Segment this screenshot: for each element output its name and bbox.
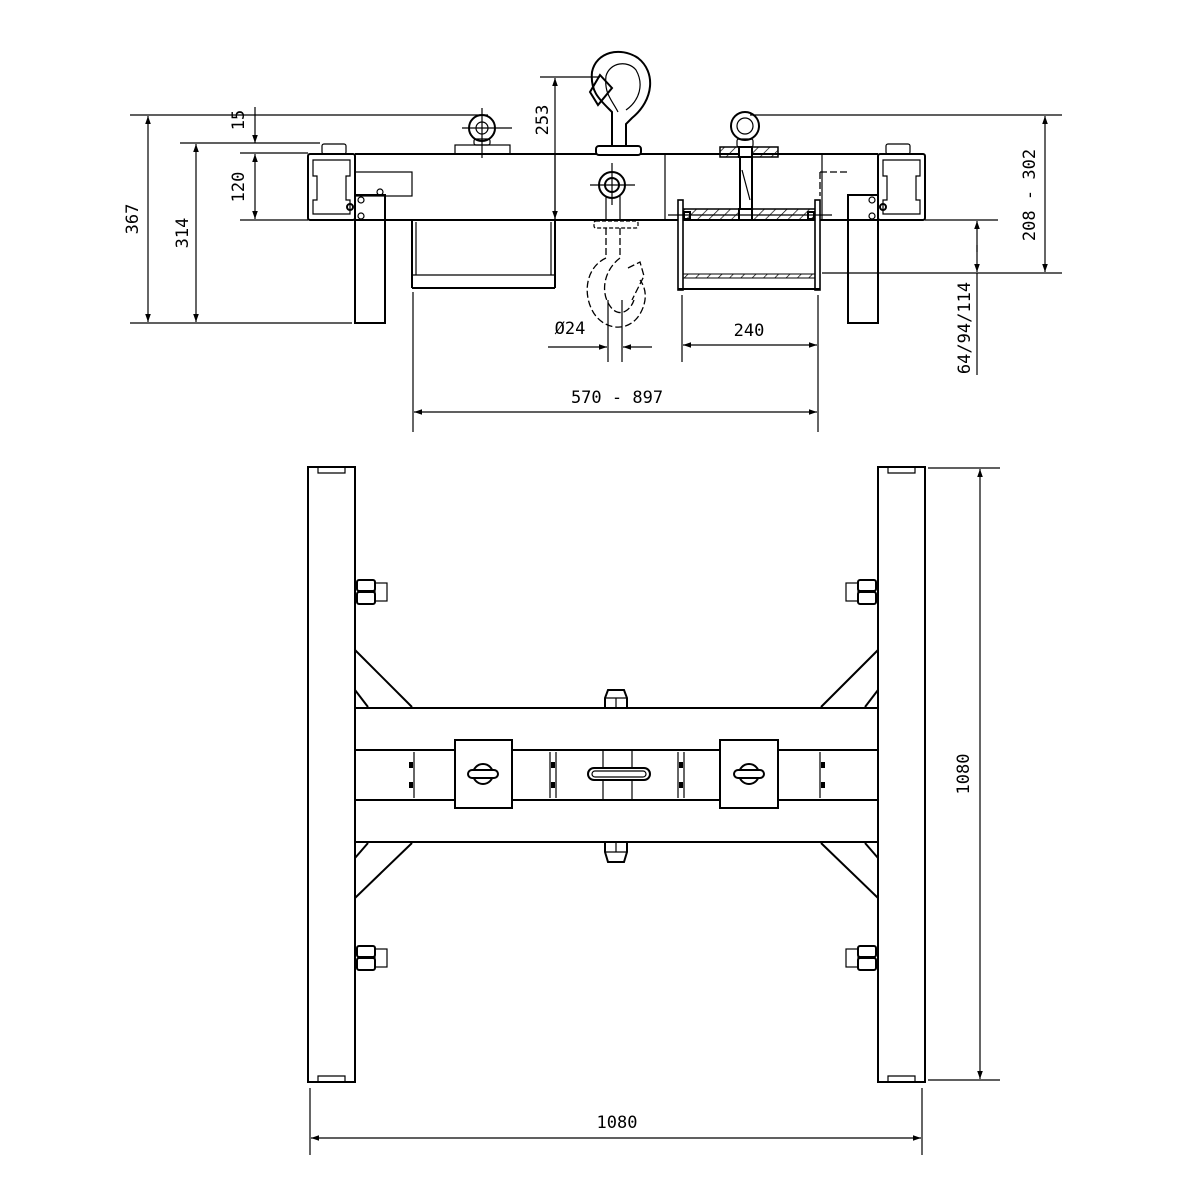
dimension-208-302: 208 - 302 [750, 114, 1062, 274]
dimension-570-897: 570 - 897 [412, 292, 817, 432]
dimension-label-1080-width: 1080 [597, 1113, 638, 1133]
clamp-top-right [845, 579, 877, 605]
left-clamp-bracket [354, 171, 413, 324]
dimension-label-1080-length: 1080 [954, 754, 974, 795]
dimension-64-94-114: 64/94/114 [925, 219, 998, 375]
dimension-314: 314 [173, 142, 320, 322]
crane-hook-swing-position [586, 228, 646, 328]
right-eyebolt [719, 111, 779, 221]
left-bucket-plate [454, 739, 513, 809]
dimension-label-314: 314 [173, 218, 193, 249]
right-bucket-plate [719, 739, 779, 809]
top-bolt [604, 689, 628, 709]
right-end-cap [877, 143, 926, 221]
left-end-cap [307, 143, 356, 221]
side-view: 367 314 15 120 253 Ø24 [123, 50, 1062, 432]
dimension-367: 367 [123, 114, 488, 324]
dimension-label-253: 253 [533, 105, 553, 136]
dimension-15: 15 [229, 107, 258, 143]
dimension-label-570-897: 570 - 897 [571, 388, 663, 408]
clamp-bottom-left [356, 945, 388, 971]
dimension-label-240: 240 [734, 321, 765, 341]
clamp-bottom-right [845, 945, 877, 971]
clamp-top-left [356, 579, 388, 605]
diagonal-braces [354, 649, 879, 899]
dimension-label-208-302: 208 - 302 [1020, 149, 1040, 241]
dimension-label-15: 15 [229, 110, 249, 130]
dimension-253: 253 [533, 76, 600, 219]
crane-hook [588, 50, 652, 229]
right-bucket [668, 199, 832, 291]
dimension-120: 120 [229, 152, 308, 221]
dimension-label-64-94-114: 64/94/114 [955, 282, 975, 374]
dimension-240: 240 [681, 295, 819, 432]
rail-clamps [356, 579, 877, 971]
left-bucket [411, 220, 556, 289]
dimension-1080-width: 1080 [309, 1088, 923, 1155]
dimension-label-120: 120 [229, 172, 249, 203]
right-clamp-bracket [819, 171, 879, 324]
left-rail [307, 466, 356, 1083]
bottom-bolt [604, 841, 628, 863]
dimension-label-diameter-24: Ø24 [555, 319, 586, 339]
dimension-1080-length: 1080 [928, 467, 1000, 1081]
plan-view: 1080 1080 [307, 466, 1000, 1155]
dimension-label-367: 367 [123, 204, 143, 235]
dimension-diameter-24: Ø24 [548, 300, 652, 362]
center-hook-mount [587, 749, 651, 801]
right-rail [877, 466, 926, 1083]
left-eyebolt [454, 108, 512, 158]
